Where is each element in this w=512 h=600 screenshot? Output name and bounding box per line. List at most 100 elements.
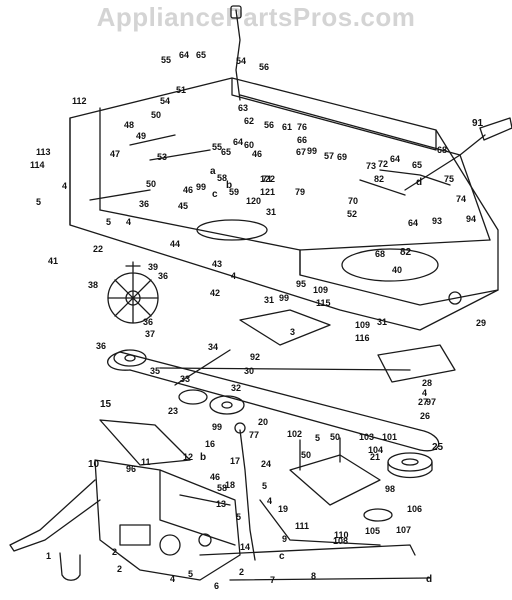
callout-62: 62 (244, 116, 255, 126)
callout-2c: 2 (239, 567, 245, 577)
callout-36c: 36 (96, 341, 107, 351)
callout-68b: 68 (375, 249, 386, 259)
callout-b2: b (226, 180, 233, 191)
callout-69: 69 (337, 152, 348, 162)
callout-75: 75 (444, 174, 455, 184)
callout-4d: 4 (422, 388, 428, 398)
callout-47: 47 (110, 149, 121, 159)
callout-33: 33 (180, 374, 191, 384)
callout-41: 41 (48, 256, 59, 266)
callout-55: 55 (161, 55, 172, 65)
callout-104: 104 (368, 445, 384, 455)
callout-113: 113 (36, 147, 51, 157)
callout-18: 18 (225, 480, 236, 490)
callout-105: 105 (365, 526, 381, 536)
callout-30: 30 (244, 366, 255, 376)
callout-92: 92 (250, 352, 261, 362)
callout-99c: 99 (212, 422, 223, 432)
callout-122: 122 (260, 174, 276, 184)
callout-b: b (200, 452, 207, 463)
callout-4e: 4 (267, 496, 273, 506)
callout-4b: 4 (126, 217, 132, 227)
callout-106: 106 (407, 504, 423, 514)
callout-91: 91 (472, 118, 484, 129)
callout-4: 4 (62, 181, 68, 191)
callout-60: 60 (244, 140, 255, 150)
callout-24: 24 (261, 459, 272, 469)
callout-46: 46 (183, 185, 194, 195)
callout-17: 17 (230, 456, 241, 466)
callout-27: 27 (418, 397, 429, 407)
callout-72: 72 (378, 159, 389, 169)
callout-51: 51 (176, 85, 187, 95)
callout-31b: 31 (377, 317, 388, 327)
callout-c: c (279, 551, 285, 562)
callout-77: 77 (249, 430, 260, 440)
callout-50b: 50 (146, 179, 157, 189)
callout-5b: 5 (106, 217, 112, 227)
callout-16: 16 (205, 439, 216, 449)
callout-2b: 2 (117, 564, 123, 574)
callout-22: 22 (93, 244, 104, 254)
callout-56: 56 (259, 62, 270, 72)
callout-94: 94 (466, 214, 477, 224)
callout-39: 39 (148, 262, 159, 272)
callout-68: 68 (437, 145, 448, 155)
callout-11: 11 (141, 457, 151, 467)
callout-65: 65 (196, 50, 207, 60)
callout-71: 71 (262, 174, 273, 184)
callout-46b: 46 (210, 472, 221, 482)
callout-a: a (210, 166, 216, 177)
callout-70: 70 (348, 196, 359, 206)
callout-40: 40 (392, 265, 403, 275)
callout-44: 44 (170, 239, 181, 249)
callout-29: 29 (476, 318, 487, 328)
callout-65c: 65 (221, 147, 232, 157)
callout-111: 111 (295, 521, 310, 531)
drive-belt (107, 349, 440, 452)
callout-28: 28 (422, 378, 433, 388)
callout-50c: 50 (330, 432, 341, 442)
callout-56b: 56 (264, 120, 275, 130)
callout-d2: d (426, 574, 433, 585)
callout-54b: 54 (160, 96, 171, 106)
callout-58b: 58 (217, 483, 228, 493)
callout-36: 36 (158, 271, 169, 281)
callout-38: 38 (88, 280, 99, 290)
callout-66: 66 (297, 135, 308, 145)
callout-d: d (416, 177, 423, 188)
callout-32: 32 (231, 383, 242, 393)
callout-55b: 55 (212, 142, 223, 152)
callout-108: 108 (333, 536, 349, 546)
callout-12: 12 (183, 452, 194, 462)
callout-112: 112 (72, 96, 87, 106)
pulleys (113, 349, 433, 522)
callout-74: 74 (456, 194, 467, 204)
callout-c2: c (212, 189, 218, 200)
callout-103: 103 (359, 432, 375, 442)
callout-64c: 64 (233, 137, 244, 147)
callout-23: 23 (168, 406, 179, 416)
callout-102: 102 (287, 429, 303, 439)
callout-21: 21 (370, 452, 381, 462)
callout-96: 96 (126, 464, 137, 474)
callout-116: 116 (355, 333, 370, 343)
callout-64: 64 (179, 50, 190, 60)
callout-64d: 64 (408, 218, 419, 228)
callout-49: 49 (136, 131, 147, 141)
callout-50: 50 (151, 110, 162, 120)
brackets (99, 309, 456, 506)
callout-1: 1 (46, 551, 52, 561)
callout-10: 10 (88, 459, 100, 470)
fan-pulley (107, 261, 159, 324)
callout-43: 43 (212, 259, 223, 269)
callout-34: 34 (208, 342, 219, 352)
callout-20: 20 (258, 417, 269, 427)
callout-52: 52 (347, 209, 358, 219)
callout-35: 35 (150, 366, 161, 376)
callout-61: 61 (282, 122, 293, 132)
callout-107: 107 (396, 525, 412, 535)
callout-26: 26 (420, 411, 431, 421)
callout-5d: 5 (236, 512, 242, 522)
callout-79: 79 (295, 187, 306, 197)
